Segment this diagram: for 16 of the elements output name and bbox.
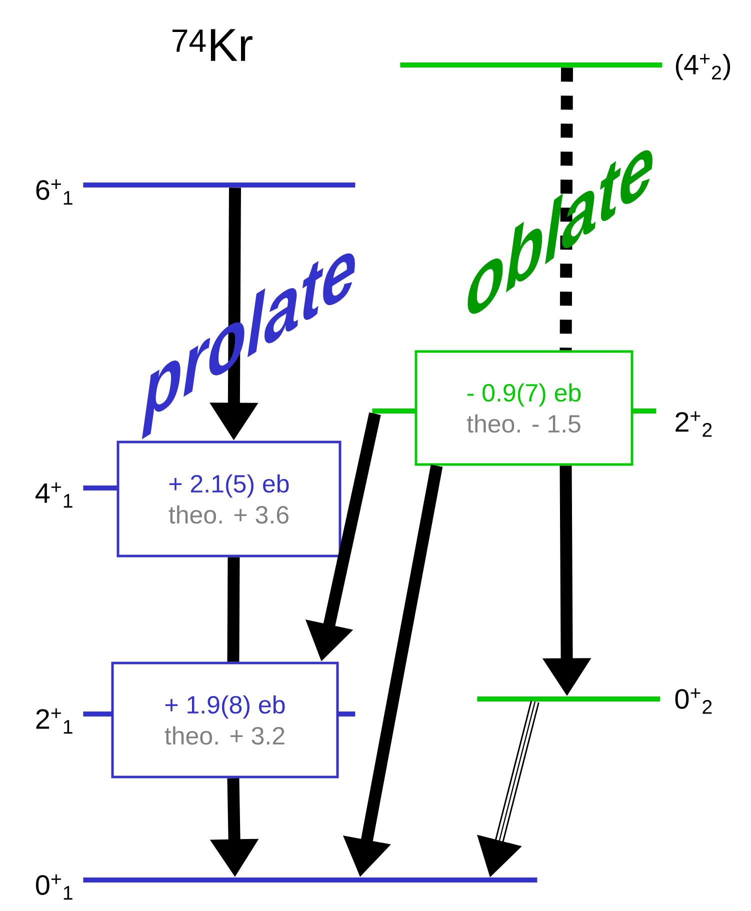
energy-level: 0$^{+}$2: [477, 688, 712, 714]
node-label: 0$^{+}$1: [36, 874, 72, 900]
node-label: 0$^{+}$2: [675, 688, 712, 714]
node-label: 2$^{+}$2: [676, 411, 712, 437]
moment-box: + 2.1(5) eb theo. + 3.6: [116, 440, 342, 558]
energy-level: 4$^{+}$1: [36, 482, 118, 508]
energy-level: 6$^{+}$1: [36, 179, 356, 205]
title: $^{74}$Kr: [172, 29, 252, 61]
moment-box: - 0.9(7) eb theo. - 1.5: [414, 350, 634, 466]
node-label: 2$^{+}$1: [36, 708, 72, 734]
node-label: (4$^{+}$$_{2}$): [676, 54, 730, 80]
energy-level: (4$^{+}$$_{2}$): [400, 54, 730, 80]
node-label: 4$^{+}$1: [36, 482, 72, 508]
moment-box: + 1.9(8) eb theo. + 3.2: [111, 662, 339, 778]
energy-level: 0$^{+}$1: [36, 874, 538, 900]
node-label: 6$^{+}$1: [36, 179, 72, 205]
